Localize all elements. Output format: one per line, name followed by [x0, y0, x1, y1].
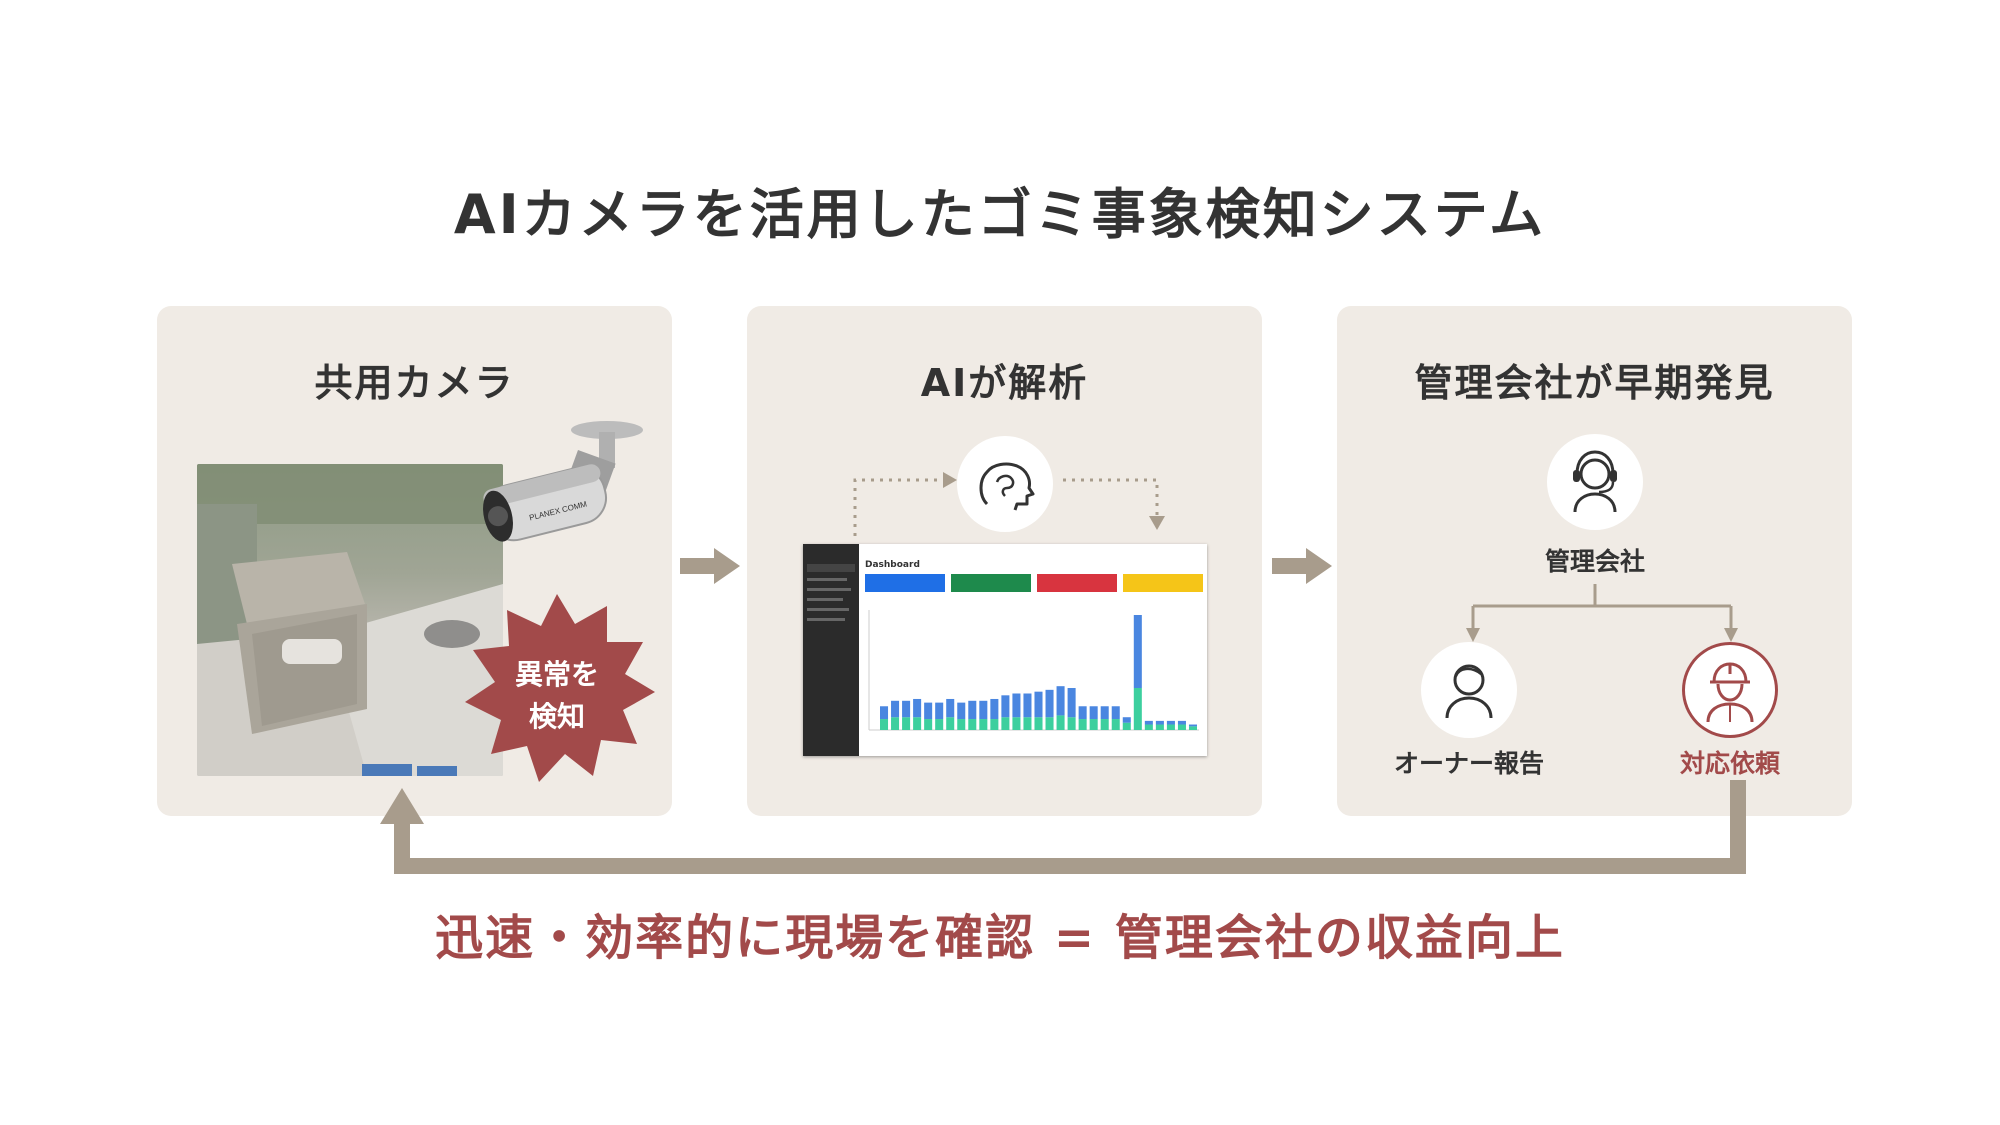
chart-bar-segment-green [1155, 724, 1164, 730]
chart-bar-segment-green [1177, 724, 1186, 730]
chart-bar-segment-blue [913, 698, 922, 718]
chart-bar-segment-green [979, 719, 988, 730]
chart-bar-segment-blue [1023, 693, 1032, 718]
chart-bar-segment-blue [1188, 724, 1197, 727]
chart-bar-segment-blue [935, 702, 944, 720]
dashboard-sidebar [803, 544, 859, 756]
bottom-statement: 迅速・効率的に現場を確認 = 管理会社の収益向上 [435, 910, 1565, 966]
chart-bar-segment-blue [968, 700, 977, 720]
chart-bar-segment-green [1056, 715, 1065, 730]
chart-bar-segment-green [1166, 724, 1175, 730]
dotted-flow-arrows [853, 472, 1165, 536]
chart-bar-segment-blue [1001, 695, 1010, 718]
management-company-label: 管理会社 [1544, 547, 1645, 576]
chart-bar-segment-blue [1100, 706, 1109, 720]
chart-bar-segment-green [957, 719, 966, 730]
worker-icon-circle [1682, 642, 1778, 738]
chart-bar-segment-green [1100, 719, 1109, 730]
chart-bar-segment-blue [1089, 706, 1098, 720]
dashboard-title: Dashboard [865, 560, 920, 570]
garbage-box-illustration [197, 464, 503, 776]
anomaly-burst-badge [465, 594, 655, 782]
owner-report-label: オーナー報告 [1393, 749, 1544, 778]
chart-bar-segment-green [1133, 688, 1142, 730]
chart-bar-segment-blue [1067, 688, 1076, 718]
brain-icon-circle [957, 436, 1053, 532]
chart-bar-segment-green [1045, 717, 1054, 730]
chart-bar-segment-blue [1045, 689, 1054, 718]
chart-bar-segment-green [946, 717, 955, 730]
dash-card-green [951, 574, 1031, 592]
response-request-label: 対応依頼 [1679, 749, 1780, 778]
chart-bar-segment-green [1067, 717, 1076, 730]
chart-bar-segment-blue [924, 702, 933, 720]
chart-bar-segment-blue [946, 698, 955, 718]
panel-camera: 共用カメラ PLANEX COMM 異常 [157, 306, 672, 816]
chart-bar-segment-blue [1144, 720, 1153, 725]
dashboard-screenshot: Dashboard [803, 544, 1207, 756]
chart-bar-segment-green [1023, 717, 1032, 730]
chart-bar-segment-blue [957, 702, 966, 720]
chart-bar-segment-blue [891, 700, 900, 718]
panel-company-title: 管理会社が早期発見 [1414, 361, 1775, 405]
chart-bar-segment-blue [902, 700, 911, 718]
chart-bar-segment-blue [1111, 706, 1120, 720]
worker-helmet-icon [1706, 662, 1754, 723]
chart-bar-segment-green [1122, 722, 1131, 730]
chart-bar-segment-green [1012, 717, 1021, 730]
chart-bar-segment-blue [990, 698, 999, 720]
chart-bar-segment-green [1078, 719, 1087, 730]
headset-operator-icon [1573, 450, 1617, 513]
chart-bar-segment-blue [1155, 720, 1164, 725]
panel-ai: AIが解析 Dashboard [747, 306, 1262, 816]
chart-bar-segment-green [913, 717, 922, 730]
chart-bar-segment-green [902, 717, 911, 730]
chart-bar-segment-blue [1166, 720, 1175, 725]
dash-card-blue [865, 574, 945, 592]
arrow-right-icon [1272, 548, 1332, 584]
chart-bar-segment-green [968, 719, 977, 730]
panel-ai-title: AIが解析 [920, 361, 1089, 405]
dash-card-yellow [1123, 574, 1203, 592]
panel-camera-title: 共用カメラ [314, 361, 515, 405]
badge-text-line2: 検知 [528, 700, 585, 733]
feedback-loop-arrow [380, 780, 1746, 874]
person-icon [1445, 664, 1493, 719]
security-camera-icon: PLANEX COMM [483, 421, 643, 542]
chart-bar-segment-blue [880, 706, 889, 720]
panel-company: 管理会社が早期発見 管理会社 オーナー報告 [1337, 306, 1852, 816]
operator-icon-circle [1547, 434, 1643, 530]
chart-bar-segment-green [1034, 717, 1043, 730]
branch-connector [1466, 584, 1738, 642]
owner-icon-circle [1421, 642, 1517, 738]
badge-text-line1: 異常を [514, 658, 599, 691]
chart-bar-segment-green [1089, 719, 1098, 730]
chart-bar-segment-green [1001, 717, 1010, 730]
chart-bar-segment-blue [1012, 693, 1021, 718]
chart-bar-segment-blue [979, 700, 988, 720]
chart-bar-segment-blue [1133, 615, 1142, 689]
dash-card-red [1037, 574, 1117, 592]
chart-bar-segment-blue [1056, 686, 1065, 716]
chart-bar-segment-blue [1177, 720, 1186, 725]
dashboard-bar-chart [868, 610, 1199, 731]
arrow-right-icon [680, 548, 740, 584]
chart-bar-segment-green [1111, 719, 1120, 730]
chart-bar-segment-green [1188, 726, 1197, 730]
chart-bar-segment-green [880, 719, 889, 730]
chart-bar-segment-green [935, 719, 944, 730]
chart-bar-segment-green [990, 719, 999, 730]
chart-bar-segment-blue [1078, 706, 1087, 720]
garbage-box-photo [197, 464, 503, 776]
chart-bar-segment-green [924, 719, 933, 730]
chart-bar-segment-blue [1122, 717, 1131, 723]
chart-bar-segment-blue [1034, 691, 1043, 718]
chart-bar-segment-green [891, 717, 900, 730]
chart-bar-segment-green [1144, 724, 1153, 730]
page-title: AIカメラを活用したゴミ事象検知システム [453, 183, 1547, 246]
brain-icon [979, 462, 1035, 511]
